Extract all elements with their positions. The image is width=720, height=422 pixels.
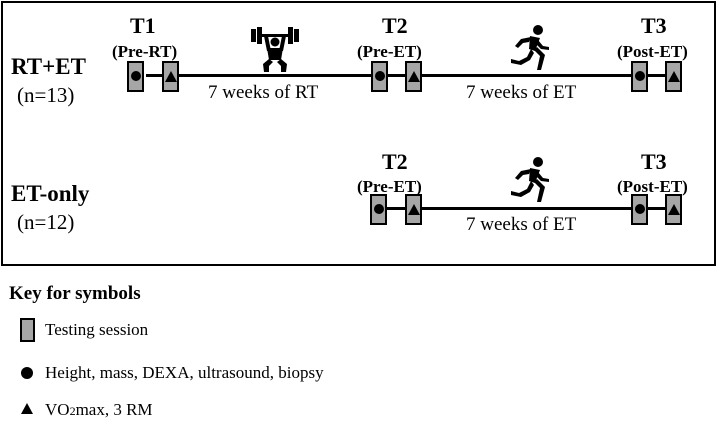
t3-code-row1: T3 [641,13,667,38]
group-et-only-name: ET-only [11,181,90,206]
group-et-only-n: (n=12) [17,210,75,234]
t3-code-row2: T3 [641,149,667,174]
study-design-panel [1,1,716,266]
circle-marker [635,204,645,214]
weightlifter-icon [251,27,299,72]
timeline-et-only [385,207,675,210]
circle-marker [374,204,384,214]
phase-et-label-row1: 7 weeks of ET [466,82,577,103]
key-triangle-subscript: 2 [69,404,76,418]
session-t1-a [127,61,144,92]
runner-icon [511,157,549,202]
session-t3-a-row1 [631,61,648,92]
session-t2-b-row2 [405,194,422,225]
t1-code: T1 [130,13,156,38]
group-rt-et-n: (n=13) [17,83,75,107]
triangle-marker [408,204,420,215]
session-t3-b-row2 [665,194,682,225]
t2-code-row2: T2 [382,149,408,174]
triangle-marker [668,71,680,82]
key-testing-session-label: Testing session [45,320,149,339]
session-t2-b-row1 [405,61,422,92]
circle-marker [375,71,385,81]
circle-marker [635,71,645,81]
key-triangle-symbol [21,403,33,414]
key-circle-label: Height, mass, DEXA, ultrasound, biopsy [45,363,324,382]
key-triangle-label: VO2max, 3 RM [45,401,153,418]
t2-label-row1: (Pre-ET) [357,42,422,61]
key-triangle-prefix: VO [45,400,70,419]
session-t2-a-row1 [371,61,388,92]
circle-marker [131,71,141,81]
triangle-marker [408,71,420,82]
t3-label-row2: (Post-ET) [617,177,688,196]
t3-label-row1: (Post-ET) [617,42,688,61]
key-testing-session-symbol [20,318,35,342]
key-circle-symbol [21,367,33,379]
session-t1-b [162,61,179,92]
session-t3-a-row2 [631,194,648,225]
t2-label-row2: (Pre-ET) [357,177,422,196]
triangle-marker [165,71,177,82]
group-rt-et-name: RT+ET [11,54,86,79]
key-title: Key for symbols [9,283,141,304]
triangle-marker [668,204,680,215]
phase-et-label-row2: 7 weeks of ET [466,214,577,235]
key-triangle-suffix: max, 3 RM [75,400,153,419]
t1-label: (Pre-RT) [112,42,178,61]
t2-code-row1: T2 [382,13,408,38]
session-t3-b-row1 [665,61,682,92]
phase-rt-label: 7 weeks of RT [208,82,319,103]
session-t2-a-row2 [370,194,387,225]
runner-icon [511,25,549,70]
